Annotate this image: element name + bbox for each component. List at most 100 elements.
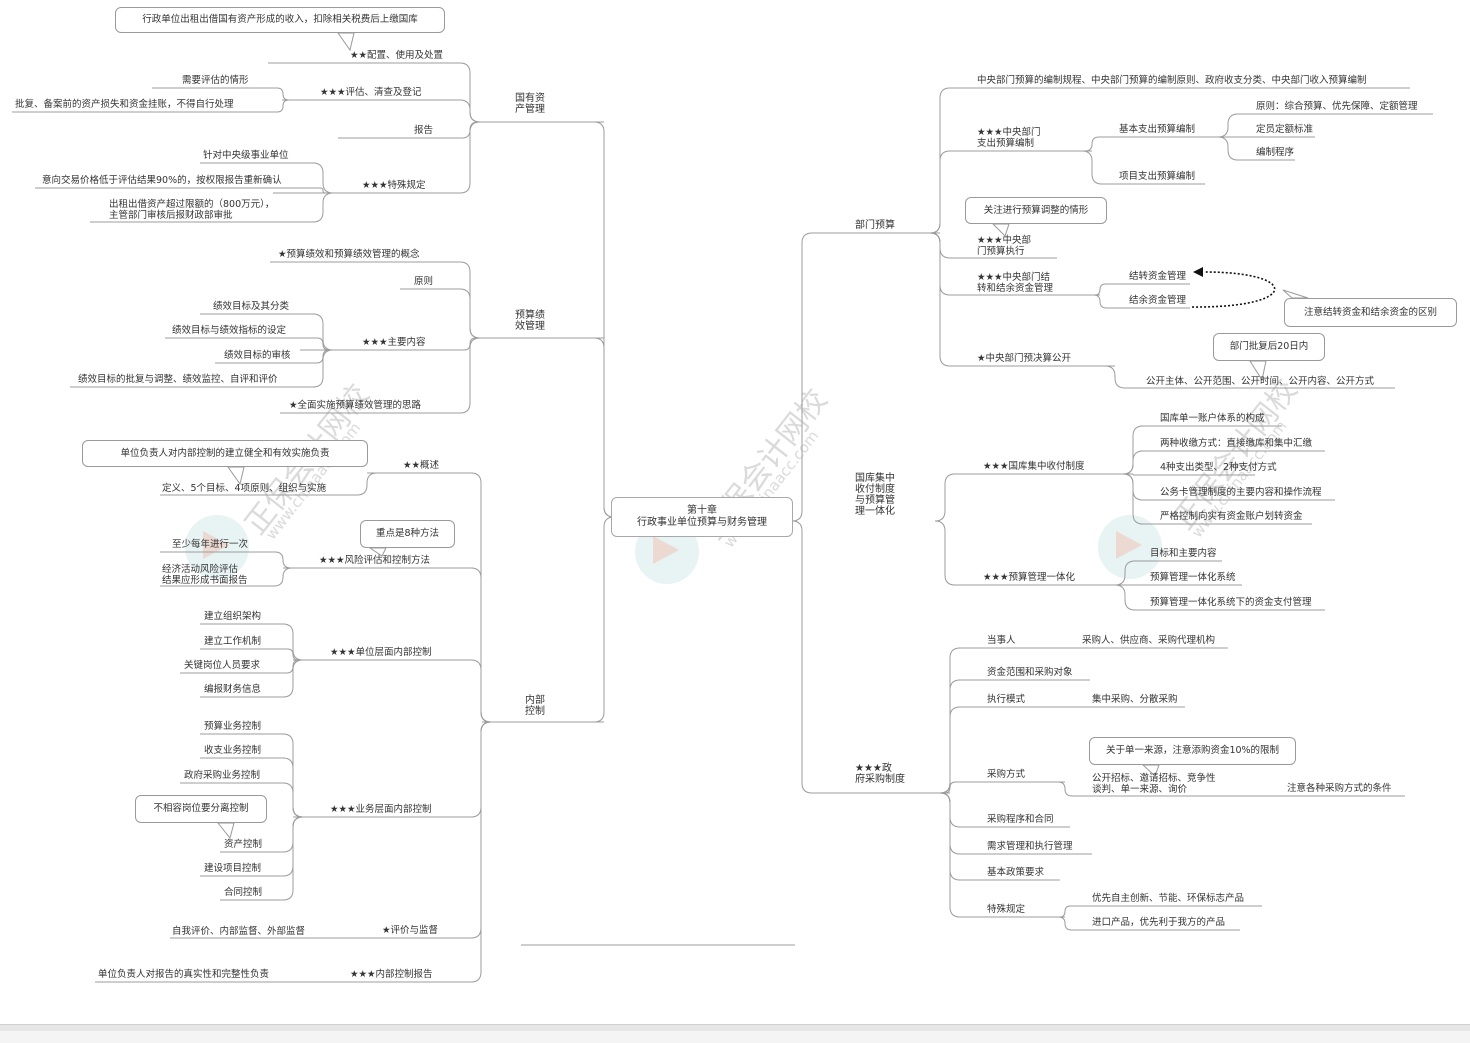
callout-text: 部门批复后20日内 bbox=[1229, 341, 1309, 352]
node-label[interactable]: ★★配置、使用及处置 bbox=[350, 50, 444, 61]
node-label[interactable]: 公开主体、公开范围、公开时间、公开内容、公开方式 bbox=[1146, 376, 1375, 387]
connector-line bbox=[1084, 136, 1100, 152]
node-label[interactable]: 定义、5个目标、4项原则、组织与实施 bbox=[162, 483, 327, 494]
node-label[interactable]: 原则：综合预算、优先保障、定额管理 bbox=[1256, 101, 1418, 112]
node-label[interactable]: ★★★风险评估和控制方法 bbox=[319, 555, 431, 566]
node-label[interactable]: 关键岗位人员要求 bbox=[184, 660, 261, 671]
node-label[interactable]: 政府采购业务控制 bbox=[184, 770, 261, 781]
node-label[interactable]: 中央部门预算的编制规程、中央部门预算的编制原则、政府收支分类、中央部门收入预算编… bbox=[977, 75, 1367, 86]
callout-note[interactable]: 行政单位出租出借国有资产形成的收入，扣除相关税费后上缴国库 bbox=[115, 7, 445, 33]
node-label[interactable]: 定员定额标准 bbox=[1256, 124, 1314, 135]
node-label[interactable]: 优先自主创新、节能、环保标志产品 bbox=[1092, 893, 1245, 904]
node-label[interactable]: ★★★国库集中收付制度 bbox=[983, 461, 1085, 472]
node-label[interactable]: ★★★预算管理一体化 bbox=[983, 572, 1076, 583]
node-label[interactable]: ★★★内部控制报告 bbox=[350, 969, 433, 980]
callout-note[interactable]: 关注进行预算调整的情形 bbox=[965, 197, 1107, 224]
node-label[interactable]: 建立工作机制 bbox=[204, 636, 262, 647]
node-label[interactable]: 采购方式 bbox=[987, 769, 1026, 780]
connector-line bbox=[285, 648, 299, 661]
node-label[interactable]: 绩效目标的审核 bbox=[224, 350, 291, 361]
topic-department-budget[interactable]: 部门预算 bbox=[855, 220, 895, 231]
node-label[interactable]: 编报财务信息 bbox=[204, 684, 262, 695]
node-label[interactable]: 单位负责人对报告的真实性和完整性负责 bbox=[98, 969, 270, 980]
node-label[interactable]: 预算管理一体化系统 bbox=[1150, 572, 1236, 583]
node-label[interactable]: 基本政策要求 bbox=[987, 867, 1045, 878]
central-topic[interactable]: 第十章 行政事业单位预算与财务管理 bbox=[611, 497, 793, 537]
node-label[interactable]: 至少每年进行一次 bbox=[172, 539, 249, 550]
connector-line bbox=[312, 313, 334, 351]
node-label[interactable]: 建立组织架构 bbox=[204, 611, 262, 622]
node-label[interactable]: 合同控制 bbox=[224, 887, 263, 898]
node-label[interactable]: 针对中央级事业单位 bbox=[203, 150, 289, 161]
node-label[interactable]: 资金范围和采购对象 bbox=[987, 667, 1073, 678]
node-label[interactable]: ★预算绩效和预算绩效管理的概念 bbox=[278, 249, 420, 260]
watermark-logo-icon bbox=[185, 515, 249, 579]
node-label[interactable]: 意向交易价格低于评估结果90%的，按权限报告重新确认 bbox=[42, 175, 282, 186]
node-label[interactable]: 收支业务控制 bbox=[204, 745, 262, 756]
node-label[interactable]: ★★★业务层面内部控制 bbox=[330, 804, 432, 815]
callout-note[interactable]: 注意结转资金和结余资金的区别 bbox=[1284, 298, 1457, 327]
horizontal-scrollbar[interactable] bbox=[0, 1024, 1470, 1043]
node-label[interactable]: ★★★单位层面内部控制 bbox=[330, 647, 432, 658]
callout-note[interactable]: 部门批复后20日内 bbox=[1213, 333, 1325, 361]
node-label[interactable]: 编制程序 bbox=[1256, 147, 1295, 158]
node-label[interactable]: 绩效目标的批复与调整、绩效监控、自评和评价 bbox=[78, 374, 278, 385]
node-label[interactable]: 进口产品，优先利于我方的产品 bbox=[1092, 917, 1226, 928]
node-label[interactable]: 采购程序和合同 bbox=[987, 814, 1054, 825]
topic-treasury[interactable]: 国库集中 收付制度 与预算管 理一体化 bbox=[855, 473, 895, 517]
node-label[interactable]: 目标和主要内容 bbox=[1150, 548, 1217, 559]
node-label[interactable]: 结转资金管理 bbox=[1129, 271, 1187, 282]
node-label[interactable]: ★★概述 bbox=[403, 460, 440, 471]
callout-note[interactable]: 单位负责人对内部控制的建立健全和有效实施负责 bbox=[82, 440, 368, 467]
callout-note[interactable]: 不相容岗位要分离控制 bbox=[135, 795, 267, 823]
node-label[interactable]: 批复、备案前的资产损失和资金挂账，不得自行处理 bbox=[15, 99, 234, 110]
node-label[interactable]: 当事人 bbox=[987, 635, 1016, 646]
node-label[interactable]: 公开招标、邀请招标、竞争性 谈判、单一来源、询价 bbox=[1092, 773, 1216, 795]
node-label[interactable]: 资产控制 bbox=[224, 839, 263, 850]
node-label[interactable]: 两种收缴方式：直接缴库和集中汇缴 bbox=[1160, 438, 1313, 449]
connector-line bbox=[1217, 136, 1239, 161]
node-label[interactable]: 绩效目标与绩效指标的设定 bbox=[172, 325, 287, 336]
node-label[interactable]: 预算业务控制 bbox=[204, 721, 262, 732]
node-label[interactable]: 预算管理一体化系统下的资金支付管理 bbox=[1150, 597, 1312, 608]
node-label[interactable]: ★评价与监督 bbox=[382, 925, 439, 936]
node-label[interactable]: 需要评估的情形 bbox=[182, 75, 249, 86]
node-label[interactable]: 执行模式 bbox=[987, 694, 1026, 705]
node-label[interactable]: 特殊规定 bbox=[987, 904, 1026, 915]
connector-line bbox=[934, 520, 956, 586]
topic-procurement[interactable]: ★★★政 府采购制度 bbox=[855, 763, 905, 785]
node-label[interactable]: ★全面实施预算绩效管理的思路 bbox=[289, 400, 422, 411]
node-label[interactable]: ★★★主要内容 bbox=[362, 337, 426, 348]
topic-state-assets[interactable]: 国有资 产管理 bbox=[515, 93, 545, 115]
node-label[interactable]: 原则 bbox=[414, 276, 434, 287]
node-label[interactable]: 绩效目标及其分类 bbox=[213, 301, 290, 312]
topic-performance[interactable]: 预算绩 效管理 bbox=[515, 310, 545, 332]
chapter-title: 行政事业单位预算与财务管理 bbox=[637, 517, 767, 528]
node-label[interactable]: 基本支出预算编制 bbox=[1119, 124, 1196, 135]
node-label[interactable]: 结余资金管理 bbox=[1129, 295, 1187, 306]
node-label[interactable]: ★中央部门预决算公开 bbox=[977, 353, 1072, 364]
node-label[interactable]: 需求管理和执行管理 bbox=[987, 841, 1073, 852]
node-label[interactable]: ★★★评估、清查及登记 bbox=[320, 87, 422, 98]
topic-internal-control[interactable]: 内部 控制 bbox=[525, 695, 545, 717]
node-label[interactable]: ★★★特殊规定 bbox=[362, 180, 426, 191]
node-label[interactable]: 严格控制向实有资金账户划转资金 bbox=[1160, 511, 1303, 522]
node-label[interactable]: 注意各种采购方式的条件 bbox=[1287, 783, 1392, 794]
node-label[interactable]: 4种支出类型、2种支付方式 bbox=[1160, 462, 1277, 473]
callout-note[interactable]: 重点是8种方法 bbox=[360, 520, 455, 548]
node-label[interactable]: 经济活动风险评估 结果应形成书面报告 bbox=[162, 564, 248, 586]
node-label[interactable]: 集中采购、分散采购 bbox=[1092, 694, 1178, 705]
callout-note[interactable]: 关于单一来源，注意添购资金10%的限制 bbox=[1089, 737, 1296, 765]
node-label[interactable]: 出租出借资产超过限额的（800万元）， 主管部门审核后报财政部审批 bbox=[109, 199, 275, 221]
node-label[interactable]: 建设项目控制 bbox=[204, 863, 262, 874]
node-label[interactable]: 报告 bbox=[414, 125, 434, 136]
node-label[interactable]: ★★★中央部门结 转和结余资金管理 bbox=[977, 272, 1054, 294]
node-label[interactable]: 公务卡管理制度的主要内容和操作流程 bbox=[1160, 487, 1322, 498]
node-label[interactable]: 国库单一账户体系的构成 bbox=[1160, 413, 1265, 424]
node-label[interactable]: ★★★中央部 门预算执行 bbox=[977, 235, 1032, 257]
node-label[interactable]: 采购人、供应商、采购代理机构 bbox=[1082, 635, 1216, 646]
node-label[interactable]: 自我评价、内部监督、外部监督 bbox=[172, 926, 306, 937]
node-label[interactable]: 项目支出预算编制 bbox=[1119, 171, 1196, 182]
node-label[interactable]: ★★★中央部门 支出预算编制 bbox=[977, 127, 1041, 149]
connector-line bbox=[282, 659, 304, 698]
